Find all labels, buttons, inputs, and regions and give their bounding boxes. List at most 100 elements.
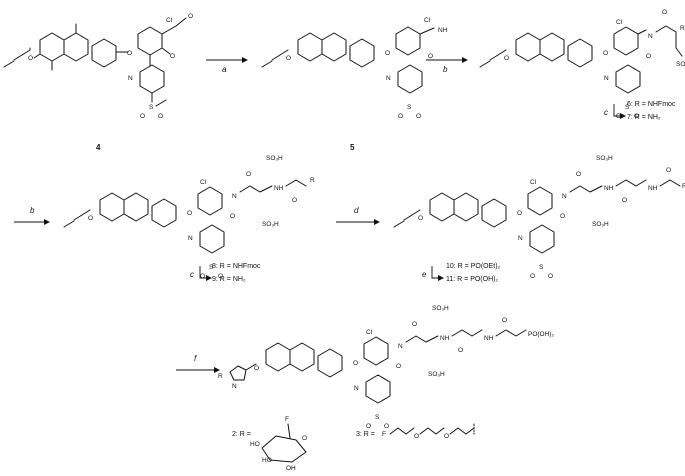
step-label-b: b <box>443 65 448 74</box>
pyridine-n-label: N <box>518 235 523 242</box>
compound-7-label: 7: R = NH₂ <box>627 114 661 121</box>
ether-o-label: O <box>286 55 291 62</box>
amide-nh-label: NH <box>604 185 614 192</box>
ether-o-label: O <box>170 53 175 60</box>
sulfonyl-o-label: O <box>218 273 223 280</box>
carbonyl-o-label: O <box>458 347 463 354</box>
carbonyl-o-label: O <box>662 9 667 16</box>
amide-n-label: N <box>562 193 567 200</box>
ether-o-label: O <box>28 55 33 62</box>
amide-n-label: N <box>398 343 403 350</box>
triazole-n-label: N <box>232 383 237 390</box>
r-group-label: R <box>310 177 315 184</box>
compound-8-label: 8: R = NHFmoc <box>212 263 261 270</box>
ether-o-label: O <box>504 55 509 62</box>
carbonyl-o-label: O <box>666 167 671 174</box>
sulfonic-acid-label: SO₃H <box>266 155 283 162</box>
fluorine-label: F <box>382 431 386 438</box>
r-group-label: R <box>218 373 223 380</box>
pyridine-n-label: N <box>604 75 609 82</box>
amide-nh-label: NH <box>440 335 450 342</box>
ether-o-label: O <box>187 210 192 217</box>
fluorine-label: F <box>285 416 289 423</box>
ether-o-label: O <box>414 433 419 440</box>
cl-atom-label: Cl <box>200 179 207 186</box>
step-label-c: c <box>190 270 194 279</box>
sulfur-label: S <box>209 264 214 271</box>
amide-n-label: N <box>232 193 237 200</box>
compound-5-structure: O O Cl NH O N S O O <box>261 17 448 120</box>
sulfur-label: S <box>375 414 380 421</box>
compound-8-9-structure: O O Cl N O SO₃H NH O R SO₃H O N S O O <box>63 155 315 280</box>
hydroxyl-label: HO <box>250 441 260 448</box>
ether-o-label: O <box>127 50 132 57</box>
carbonyl-o-label: O <box>412 321 417 328</box>
ether-o-label: O <box>646 53 651 60</box>
carbonyl-o-label: O <box>576 171 581 178</box>
phosphonic-acid-label: PO(OH)₂ <box>528 331 554 338</box>
amine-nh-label: NH <box>438 27 448 34</box>
step-label-a: a <box>222 65 227 74</box>
sulfonic-acid-label: SO₃H <box>428 371 445 378</box>
cl-atom-label: Cl <box>424 17 431 24</box>
sulfur-label: S <box>149 104 154 111</box>
ether-o-label: O <box>560 213 565 220</box>
sulfonic-acid-label: SO₃H <box>592 221 609 228</box>
sulfonyl-o-label: O <box>548 273 553 280</box>
sulfur-label: S <box>625 104 630 111</box>
cl-atom-label: Cl <box>530 179 537 186</box>
step-label-e: e <box>422 270 427 279</box>
sulfonyl-o-label: O <box>634 113 639 120</box>
pyridine-n-label: N <box>354 385 359 392</box>
cl-atom-label: Cl <box>366 329 373 336</box>
carbonyl-o-label: O <box>246 171 251 178</box>
sulfonyl-o-label: O <box>384 423 389 430</box>
ether-o-label: O <box>254 365 259 372</box>
ether-o-label: O <box>396 363 401 370</box>
ether-o-label: O <box>88 215 93 222</box>
ether-o-label: O <box>353 360 358 367</box>
r-group-label: R <box>680 25 685 32</box>
step-label-b: b <box>30 206 35 215</box>
ether-o-label: O <box>428 53 433 60</box>
compound-3-label: 3: R = <box>356 431 375 438</box>
ether-o-label: O <box>444 433 449 440</box>
ether-o-label: O <box>603 50 608 57</box>
pyridine-n-label: N <box>386 75 391 82</box>
amide-nh-label: NH <box>648 185 658 192</box>
peg-r-group: F O O <box>382 423 475 440</box>
reaction-arrow-e <box>431 266 442 279</box>
amide-n-label: N <box>648 33 653 40</box>
compound-6-label: 6: R = NHFmoc <box>627 101 676 108</box>
ether-o-label: O <box>385 50 390 57</box>
cl-atom-label: Cl <box>166 17 173 24</box>
sulfonyl-o-label: O <box>530 273 535 280</box>
carbonyl-o-label: O <box>502 317 507 324</box>
compound-9-label: 9: R = NH₂ <box>212 276 246 283</box>
pyridine-n-label: N <box>128 75 133 82</box>
amide-nh-label: NH <box>484 335 494 342</box>
compound-2-label: 2: R = <box>232 431 251 438</box>
compound-4-number: 4 <box>96 143 101 152</box>
sulfur-label: S <box>539 264 544 271</box>
sulfonyl-o-label: O <box>416 113 421 120</box>
sulfonic-acid-label: SO₃H <box>596 155 613 162</box>
r-group-label: R <box>682 183 685 190</box>
sugar-r-group: F HO HO OH O <box>250 416 307 472</box>
compound-4-structure: O O Cl O O N S O O <box>3 13 193 120</box>
hydroxyl-label: OH <box>286 465 296 471</box>
ring-o-label: O <box>302 435 307 442</box>
sulfonyl-o-label: O <box>158 113 163 120</box>
ether-o-label: O <box>418 215 423 222</box>
sulfonyl-o-label: O <box>616 113 621 120</box>
sulfonic-acid-label: SO₃H <box>676 61 685 68</box>
carbonyl-o-label: O <box>622 197 627 204</box>
sulfonyl-o-label: O <box>398 113 403 120</box>
step-label-f: f <box>194 354 197 363</box>
sulfonyl-o-label: O <box>140 113 145 120</box>
carbonyl-o-label: O <box>292 197 297 204</box>
sulfur-label: S <box>407 104 412 111</box>
step-label-c: c <box>604 108 608 117</box>
sulfonyl-o-label: O <box>200 273 205 280</box>
